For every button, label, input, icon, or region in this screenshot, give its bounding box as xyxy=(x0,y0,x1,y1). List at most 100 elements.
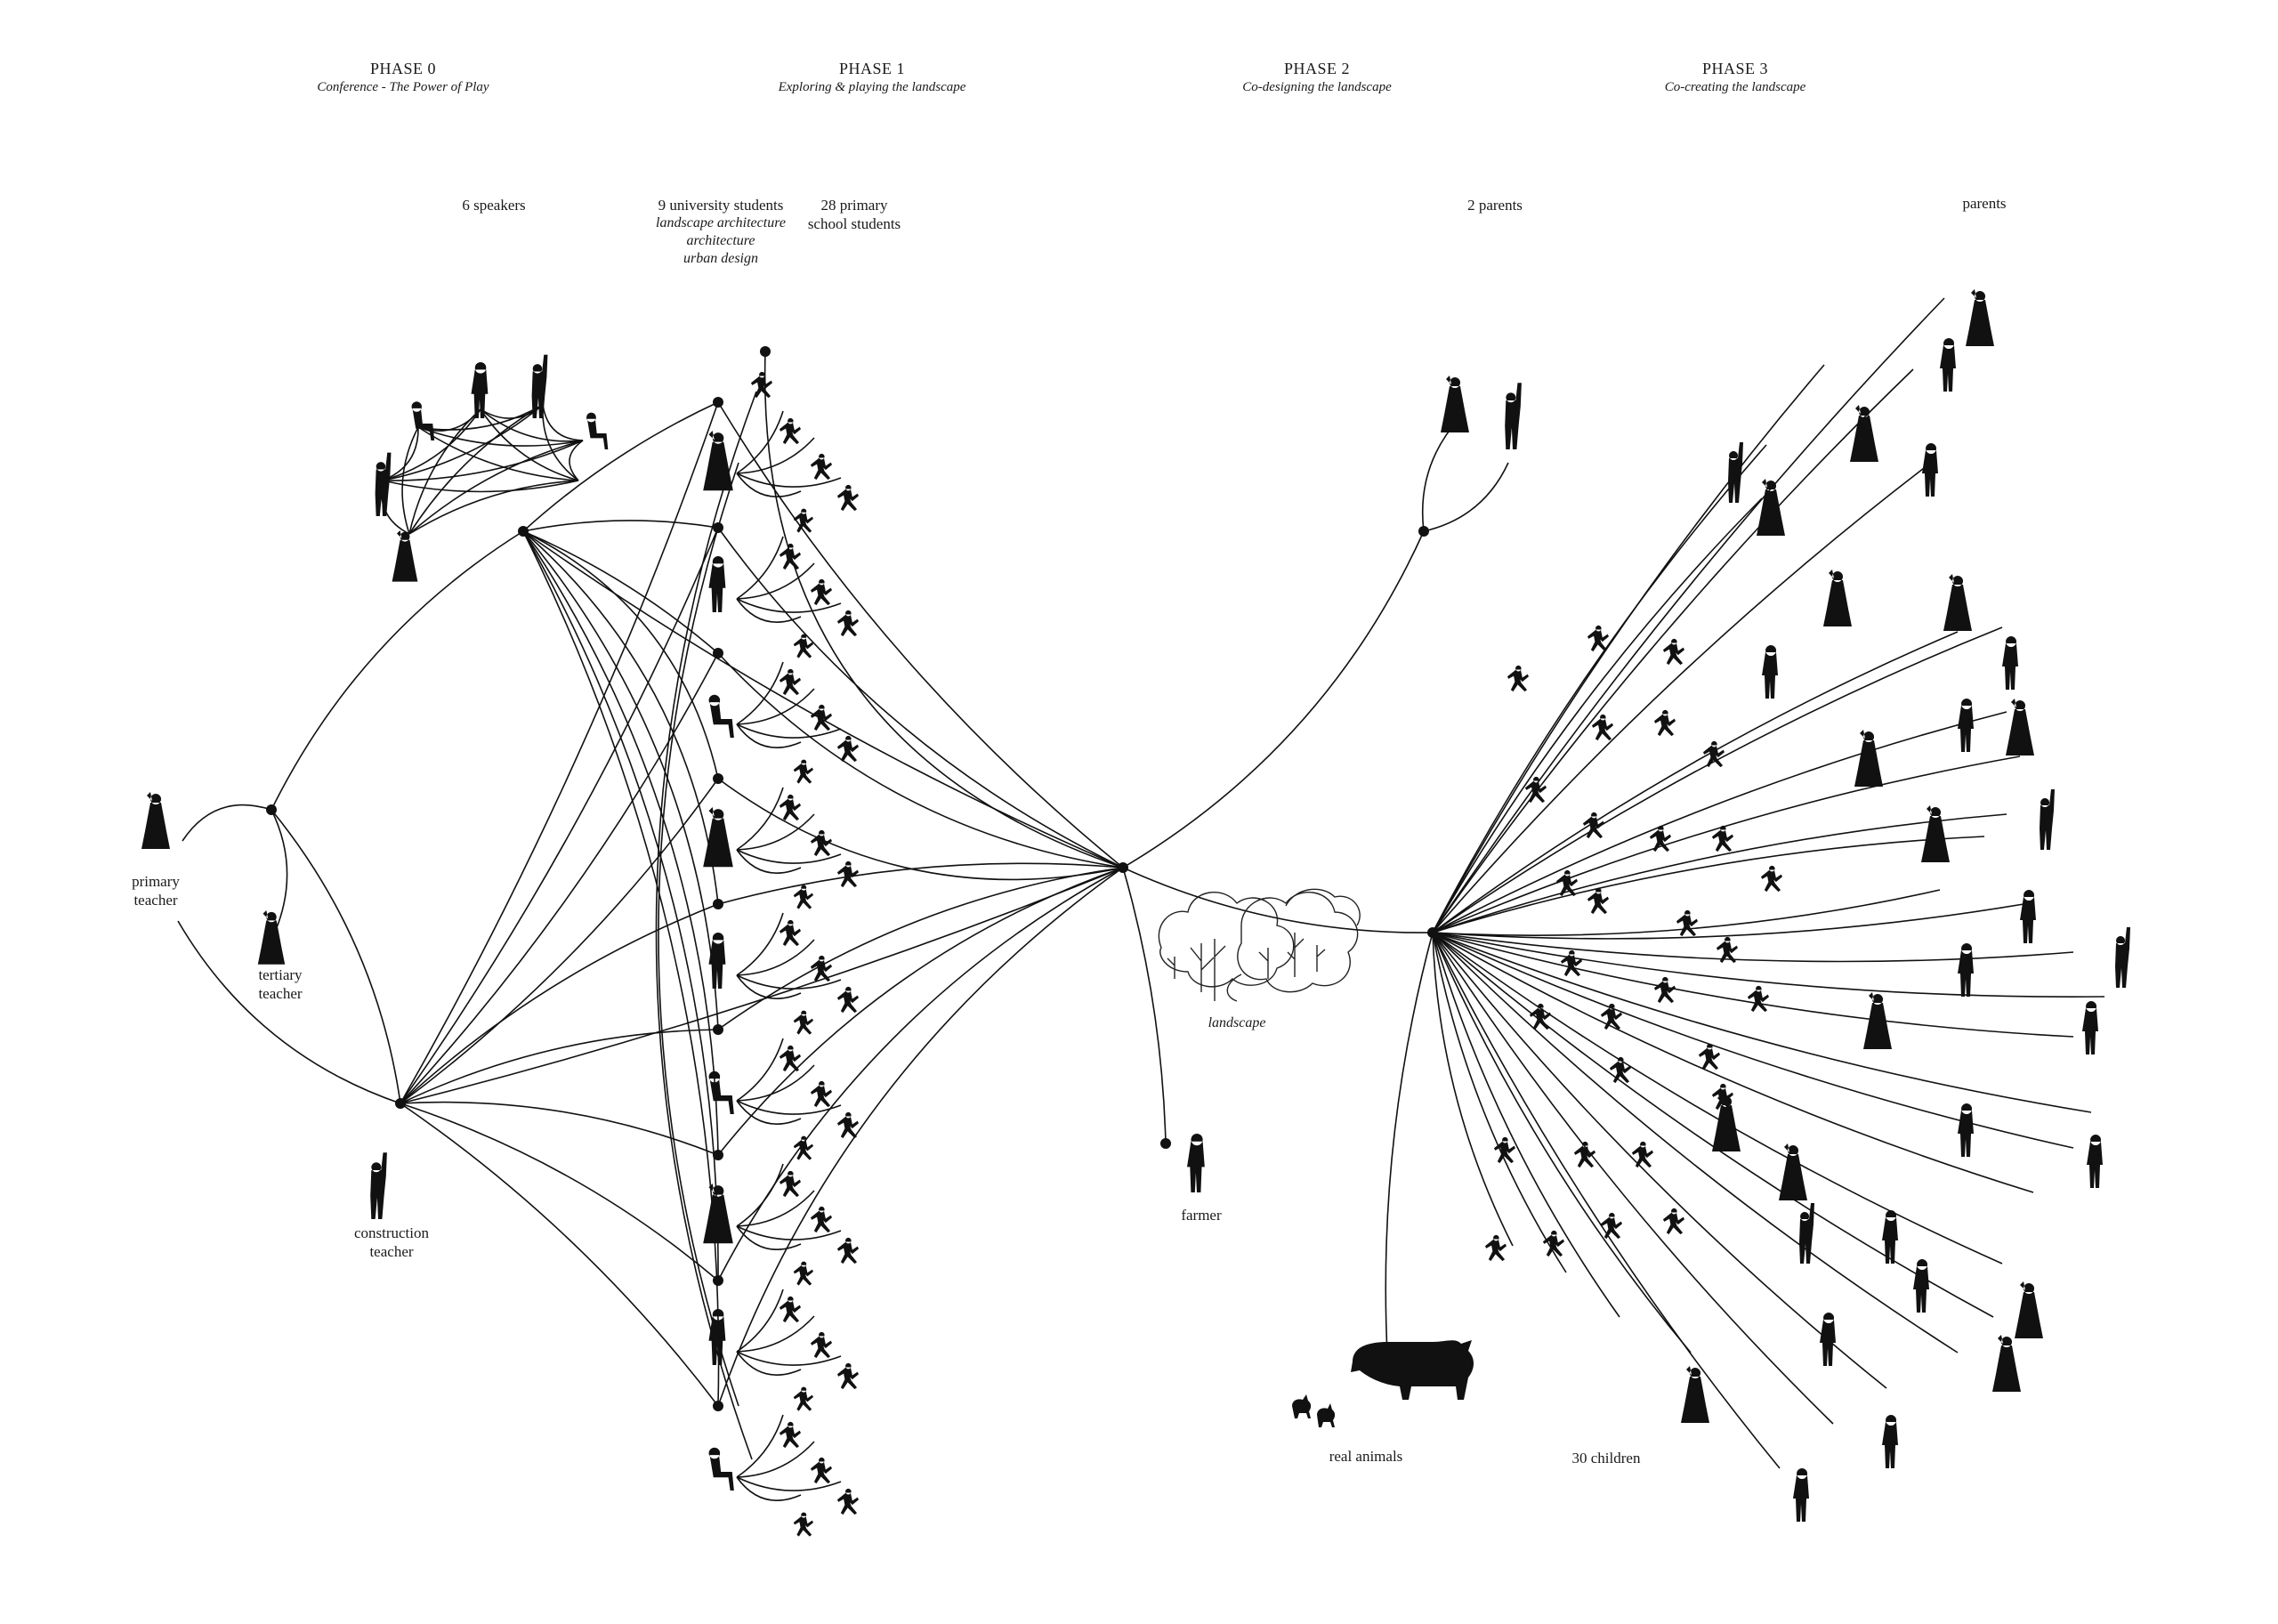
person-silhouette xyxy=(1799,1203,1814,1264)
person-figure xyxy=(1966,289,1994,346)
connection-line xyxy=(736,437,815,474)
connection-line xyxy=(736,849,802,874)
person-figure xyxy=(708,1309,726,1365)
person-figure xyxy=(1943,574,1972,631)
person-silhouette xyxy=(1747,985,1769,1013)
person-figure xyxy=(779,543,801,570)
hub-node xyxy=(518,526,529,537)
person-figure xyxy=(392,530,418,582)
person-figure xyxy=(779,1421,801,1449)
person-silhouette xyxy=(810,955,832,982)
person-figure xyxy=(1779,1143,1807,1200)
person-silhouette xyxy=(703,431,733,491)
person-silhouette xyxy=(1676,909,1698,937)
person-figure xyxy=(1524,776,1547,804)
hub-node xyxy=(1418,526,1429,537)
person-figure xyxy=(1505,383,1522,449)
person-silhouette xyxy=(375,452,392,516)
person-figure xyxy=(1591,714,1613,741)
tertiary-teacher-line-1: tertiary xyxy=(258,966,303,983)
person-figure xyxy=(1441,376,1469,432)
connection-line xyxy=(736,473,802,497)
person-silhouette xyxy=(1728,442,1743,503)
person-figure xyxy=(1560,949,1582,977)
person-silhouette xyxy=(1591,714,1613,741)
hub-node xyxy=(713,1024,723,1035)
person-figure xyxy=(586,412,609,449)
person-silhouette xyxy=(836,986,859,1014)
person-figure xyxy=(2020,890,2036,943)
connection-line xyxy=(736,598,802,623)
connection-line xyxy=(382,440,584,481)
connection-line xyxy=(522,530,720,1407)
connection-line xyxy=(417,426,579,481)
person-silhouette xyxy=(836,610,859,637)
person-figure xyxy=(1582,812,1604,839)
connection-line xyxy=(1432,932,1781,1469)
person-silhouette xyxy=(750,371,772,399)
person-silhouette xyxy=(1441,376,1469,432)
person-silhouette xyxy=(1882,1415,1898,1468)
person-figure xyxy=(793,1261,813,1286)
person-figure xyxy=(1958,943,1974,997)
person-silhouette xyxy=(1587,625,1609,652)
person-figure xyxy=(708,556,726,612)
person-silhouette xyxy=(810,1331,832,1359)
connection-line xyxy=(736,536,784,600)
connection-line xyxy=(1122,867,1434,933)
person-silhouette xyxy=(1573,1141,1595,1168)
person-figure xyxy=(471,362,489,418)
person-figure xyxy=(703,431,733,491)
person-silhouette xyxy=(836,1488,859,1515)
phase-subtitle: Co-creating the landscape xyxy=(1664,79,1806,94)
connection-line xyxy=(522,530,719,905)
person-figure xyxy=(1653,709,1676,737)
person-silhouette xyxy=(1702,740,1725,768)
parents-label: parents xyxy=(1962,195,2007,212)
person-silhouette xyxy=(779,668,801,696)
person-silhouette xyxy=(586,412,609,449)
person-figure xyxy=(2006,699,2034,755)
person-figure xyxy=(1728,442,1743,503)
person-silhouette xyxy=(810,1080,832,1108)
person-silhouette xyxy=(1943,574,1972,631)
person-silhouette xyxy=(370,1152,387,1219)
person-figure xyxy=(411,401,435,440)
person-silhouette xyxy=(1493,1136,1515,1164)
person-silhouette xyxy=(810,1206,832,1233)
connection-line xyxy=(736,1190,815,1227)
person-silhouette xyxy=(1760,865,1782,893)
hub-node xyxy=(713,648,723,658)
connection-line xyxy=(1432,932,2092,1113)
people-figures xyxy=(141,289,2130,1537)
connection-line xyxy=(736,849,842,864)
connection-line xyxy=(736,1225,842,1240)
person-silhouette xyxy=(779,919,801,947)
person-silhouette xyxy=(1653,976,1676,1004)
person-figure xyxy=(1711,1083,1733,1111)
landscape-trees-icon xyxy=(1158,888,1361,1002)
person-figure xyxy=(779,417,801,445)
connection-line xyxy=(1432,932,2074,963)
person-figure xyxy=(810,578,832,606)
person-figure xyxy=(1649,825,1671,852)
person-figure xyxy=(1958,1103,1974,1157)
person-figure xyxy=(793,1135,813,1160)
connection-line xyxy=(1432,932,2105,998)
person-silhouette xyxy=(793,1010,813,1035)
person-silhouette xyxy=(779,417,801,445)
person-silhouette xyxy=(1711,825,1733,852)
connection-line xyxy=(717,652,1124,869)
person-figure xyxy=(836,1111,859,1139)
connection-line xyxy=(1432,932,1567,1273)
person-figure xyxy=(1757,479,1785,536)
connection-line xyxy=(1432,462,1932,933)
connection-line xyxy=(736,1476,802,1501)
hub-nodes xyxy=(266,346,1438,1411)
person-silhouette xyxy=(1600,1212,1622,1240)
connection-line xyxy=(480,408,584,442)
person-silhouette xyxy=(779,794,801,821)
person-silhouette xyxy=(703,807,733,868)
person-figure xyxy=(375,452,392,516)
person-figure xyxy=(1747,985,1769,1013)
